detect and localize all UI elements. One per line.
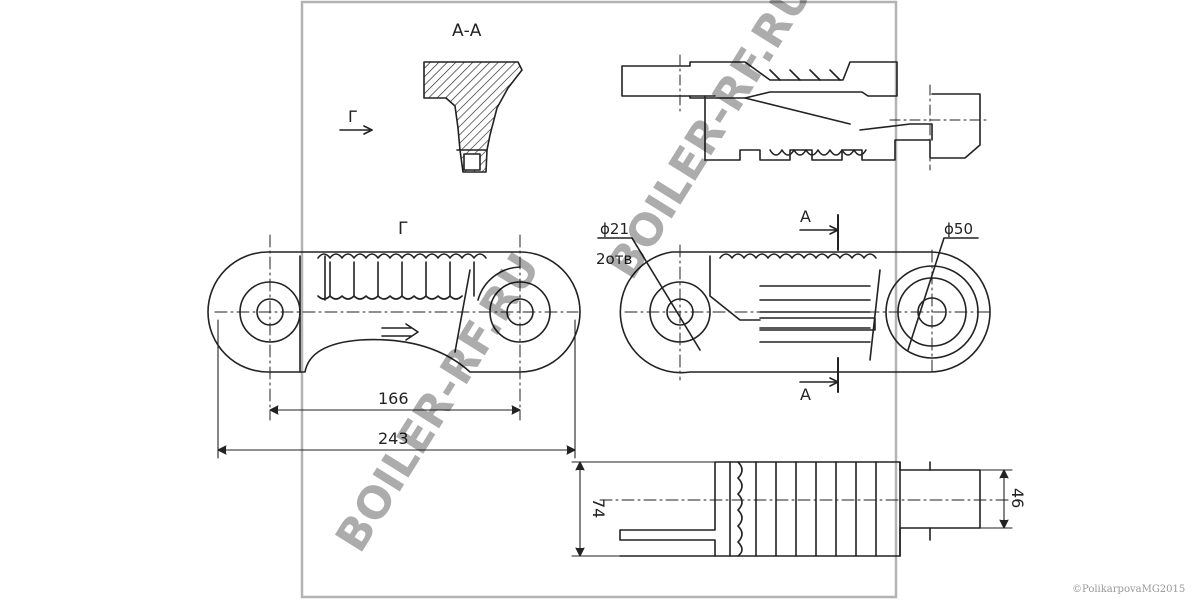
section-a-a [423,61,523,173]
elevation-view [621,54,991,171]
view-label: Г [398,219,408,239]
side-view-bottom [599,461,1011,557]
section-profile [423,61,523,173]
hole-diameter-label: ϕ21 [600,220,629,238]
frame-border [300,0,898,599]
dimension-lines-bottom [571,461,1013,557]
dim-height-label: 74 [589,498,608,518]
dim-length-label: 243 [378,429,409,448]
watermark-1: BOILER-RF.RU [326,244,550,561]
plan-view-right [597,214,991,393]
section-label: А-А [452,21,482,41]
copyright-text: ©PolikarpovaMG2015 [1072,584,1185,595]
cut-label-top: А [800,207,811,226]
view-arrow [339,125,373,135]
cut-label-bottom: А [800,385,811,404]
dim-width-label: 46 [1008,488,1027,508]
dim-pitch-label: 166 [378,389,409,408]
view-g [207,234,581,421]
watermark-2: BOILER-RF.RU [598,0,822,288]
view-arrow-label: Г [348,107,358,126]
eye-diameter-label: ϕ50 [944,220,973,238]
dimension-lines-left [217,319,576,459]
hole-count-label: 2отв [596,250,632,268]
